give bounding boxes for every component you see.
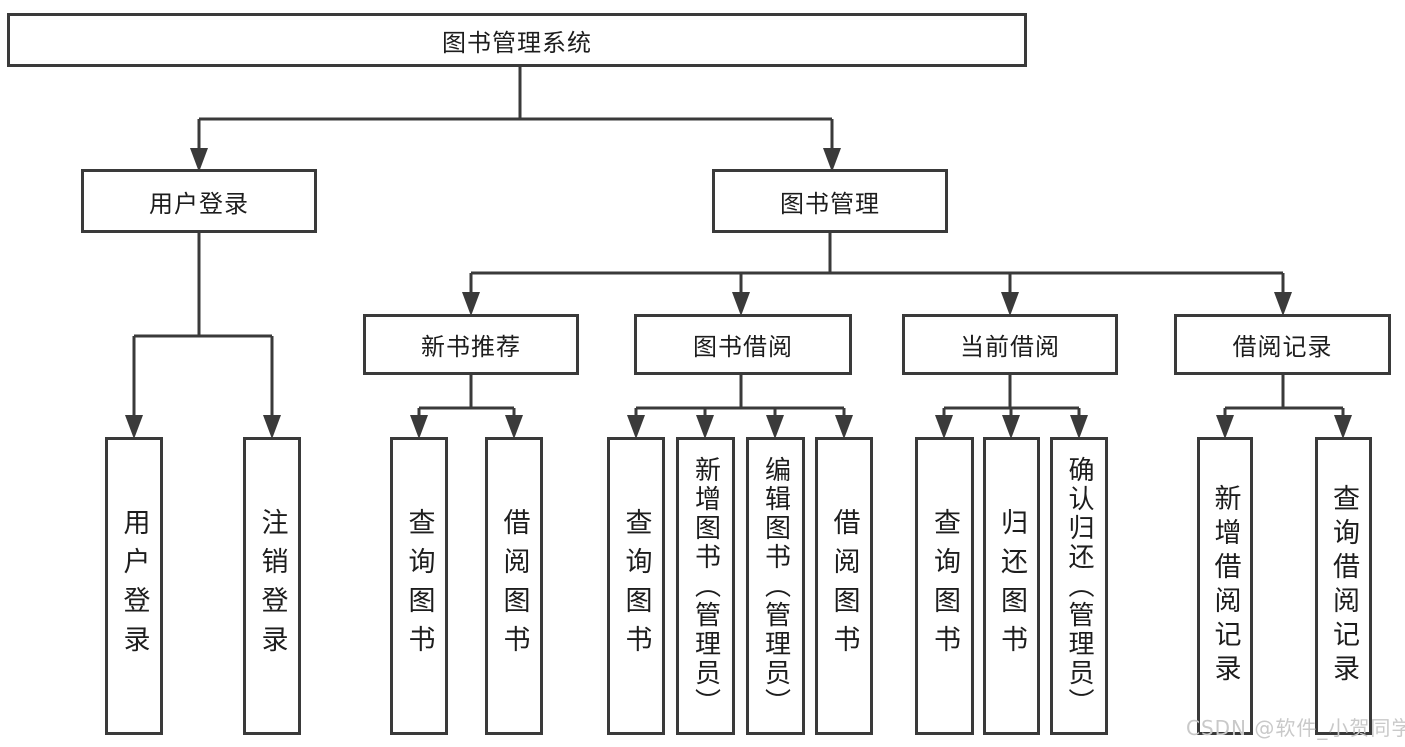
leaf-query-books-1: 查询图书 — [390, 437, 448, 735]
leaf-return-books: 归还图书 — [983, 437, 1040, 735]
leaf-query-books-2: 查询图书 — [607, 437, 665, 735]
node-user-login-label: 用户登录 — [149, 189, 249, 218]
leaf-logout: 注销登录 — [243, 437, 301, 735]
tree-edges — [132, 67, 1345, 435]
leaf-borrow-books-2: 借阅图书 — [815, 437, 873, 735]
node-new-book-recommend: 新书推荐 — [363, 314, 579, 375]
node-book-borrow-label: 图书借阅 — [693, 333, 793, 361]
leaf-edit-book-admin: 编辑图书（管理员） — [746, 437, 805, 735]
node-user-login: 用户登录 — [81, 169, 317, 233]
node-book-management: 图书管理 — [712, 169, 948, 233]
node-root-label: 图书管理系统 — [442, 28, 592, 57]
node-book-management-label: 图书管理 — [780, 189, 880, 218]
node-new-book-recommend-label: 新书推荐 — [421, 333, 521, 361]
leaf-query-books-3: 查询图书 — [915, 437, 974, 735]
node-current-borrow: 当前借阅 — [902, 314, 1118, 375]
node-book-borrow: 图书借阅 — [634, 314, 852, 375]
leaf-user-login: 用户登录 — [105, 437, 163, 735]
leaf-add-borrow-record: 新增借阅记录 — [1197, 437, 1253, 735]
leaf-add-book-admin: 新增图书（管理员） — [676, 437, 735, 735]
node-root: 图书管理系统 — [7, 13, 1027, 67]
node-borrow-records-label: 借阅记录 — [1232, 333, 1333, 361]
watermark: CSDN @软件_小贺同学 — [1186, 716, 1405, 740]
leaf-borrow-books-1: 借阅图书 — [485, 437, 543, 735]
node-borrow-records: 借阅记录 — [1174, 314, 1391, 375]
leaf-query-borrow-record: 查询借阅记录 — [1315, 437, 1372, 735]
leaf-confirm-return-admin: 确认归还（管理员） — [1050, 437, 1108, 735]
node-current-borrow-label: 当前借阅 — [960, 333, 1060, 361]
